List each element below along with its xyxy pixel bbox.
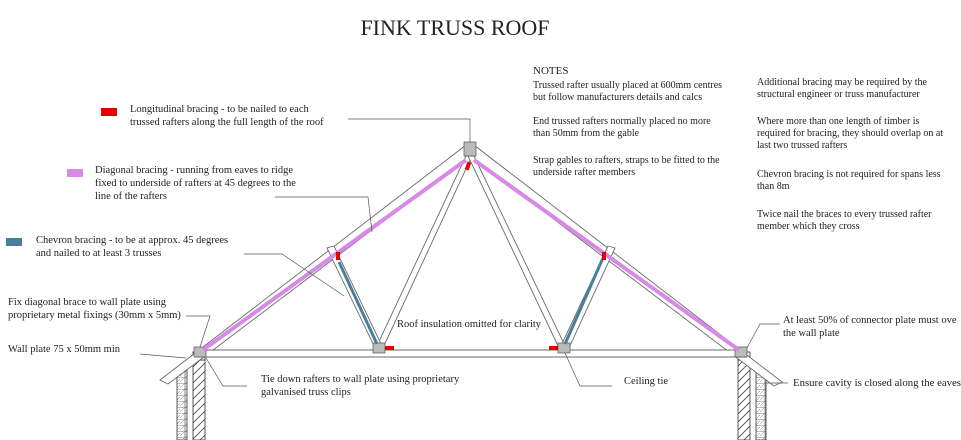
- chevron-brace-right: [563, 257, 605, 345]
- legend-diagonal-line-2: fixed to underside of rafters at 45 degr…: [95, 178, 296, 189]
- leader-fix-diagonal: [186, 315, 211, 348]
- note-left-2: End trussed rafters normally placed no m…: [533, 116, 713, 139]
- note-right-2-line-3: last two trussed rafters: [757, 140, 847, 151]
- legend-chevron-line-1: Chevron bracing - to be at approx. 45 de…: [36, 235, 228, 246]
- leader-wall-plate: [139, 353, 187, 359]
- legend-swatch-longitudinal: [101, 108, 117, 116]
- legend-longitudinal-text: Longitudinal bracing - to be nailed to e…: [130, 104, 324, 128]
- diagram-title: FINK TRUSS ROOF: [360, 15, 549, 40]
- note-right-4-line-2: member which they cross: [757, 221, 860, 232]
- legend-longitudinal-line-2: trussed rafters along the full length of…: [130, 117, 324, 128]
- longitudinal-brace-web-left: [336, 252, 340, 260]
- legend-chevron-line-2: and nailed to at least 3 trusses: [36, 248, 161, 259]
- note-left-3: Strap gables to rafters, straps to be fi…: [533, 155, 722, 178]
- note-right-2-line-1: Where more than one length of timber is: [757, 116, 920, 127]
- ceiling-tie-label: Ceiling tie: [624, 376, 668, 387]
- right-outer-brick-leaf: [755, 369, 767, 440]
- notes-panel: NOTES Trussed rafter usually placed at 6…: [533, 65, 946, 232]
- leader-longitudinal: [348, 118, 471, 142]
- longitudinal-brace-ridge: [464, 161, 472, 171]
- tie-down-line-1: Tie down rafters to wall plate using pro…: [261, 374, 460, 385]
- notes-heading: NOTES: [533, 65, 568, 77]
- note-right-4: Twice nail the braces to every trussed r…: [757, 209, 934, 232]
- leader-connector-plate: [746, 323, 780, 349]
- longitudinal-brace-web-right: [602, 252, 606, 260]
- note-right-4-line-1: Twice nail the braces to every trussed r…: [757, 209, 932, 220]
- longitudinal-bracing: [336, 161, 606, 350]
- left-outer-brick-leaf: [176, 369, 188, 440]
- ceiling-tie: [195, 349, 747, 358]
- note-left-1-line-1: Trussed rafter usually placed at 600mm c…: [533, 80, 722, 91]
- connector-plate-line-2: the wall plate: [783, 328, 840, 339]
- connector-plate-line-1: At least 50% of connector plate must ove: [783, 315, 957, 326]
- note-left-1-line-2: but follow manufacturers details and cal…: [533, 92, 702, 103]
- fix-diagonal-label: Fix diagonal brace to wall plate using p…: [8, 297, 181, 321]
- wall-plate-label: Wall plate 75 x 50mm min: [8, 344, 121, 355]
- leader-diagonal: [275, 196, 373, 233]
- ridge-plate: [463, 141, 477, 157]
- note-right-2-line-2: required for bracing, they should overla…: [757, 128, 943, 139]
- right-node-plate: [557, 342, 571, 354]
- chevron-bracing: [337, 257, 605, 345]
- connector-plate-label: At least 50% of connector plate must ove…: [783, 315, 959, 339]
- note-right-3: Chevron bracing is not required for span…: [757, 169, 943, 192]
- tie-down-label: Tie down rafters to wall plate using pro…: [261, 374, 462, 398]
- note-left-3-line-1: Strap gables to rafters, straps to be fi…: [533, 155, 720, 166]
- connector-plates: [193, 141, 748, 358]
- note-right-3-line-1: Chevron bracing is not required for span…: [757, 169, 941, 180]
- right-rafter: [464, 141, 783, 387]
- legend-diagonal-text: Diagonal bracing - running from eaves to…: [95, 165, 299, 202]
- legend-swatch-diagonal: [67, 169, 83, 177]
- tie-down-line-2: galvanised truss clips: [261, 387, 351, 398]
- diagonal-bracing: [201, 158, 741, 352]
- right-heel-plate: [734, 346, 748, 358]
- leader-chevron: [244, 253, 345, 297]
- note-right-2: Where more than one length of timber is …: [757, 116, 946, 151]
- left-node-plate: [372, 342, 386, 354]
- legend-longitudinal-line-1: Longitudinal bracing - to be nailed to e…: [130, 104, 309, 115]
- note-left-1: Trussed rafter usually placed at 600mm c…: [533, 80, 725, 103]
- note-right-1-line-2: structural engineer or truss manufacture…: [757, 89, 920, 100]
- legend-chevron-text: Chevron bracing - to be at approx. 45 de…: [36, 235, 231, 259]
- note-left-2-line-2: than 50mm from the gable: [533, 128, 640, 139]
- diagonal-brace-left: [201, 158, 468, 352]
- left-inner-block-leaf: [192, 359, 206, 440]
- insulation-label: Roof insulation omitted for clarity: [397, 319, 542, 330]
- cavity-label: Ensure cavity is closed along the eaves: [793, 378, 961, 389]
- note-left-2-line-1: End trussed rafters normally placed no m…: [533, 116, 711, 127]
- fix-diagonal-line-1: Fix diagonal brace to wall plate using: [8, 297, 167, 308]
- legend-diagonal-line-3: line of the rafters: [95, 191, 167, 202]
- diagonal-brace-right: [472, 158, 741, 352]
- legend-diagonal-line-1: Diagonal bracing - running from eaves to…: [95, 165, 293, 176]
- note-right-1-line-1: Additional bracing may be required by th…: [757, 77, 928, 88]
- note-right-3-line-2: than 8m: [757, 181, 790, 192]
- leader-ceiling-tie: [564, 352, 612, 387]
- longitudinal-brace-tie-right: [549, 346, 558, 350]
- chevron-brace-left: [337, 261, 379, 345]
- fix-diagonal-line-2: proprietary metal fixings (30mm x 5mm): [8, 310, 181, 321]
- note-left-3-line-2: underside rafter members: [533, 167, 635, 178]
- legend: Longitudinal bracing - to be nailed to e…: [6, 104, 324, 259]
- leader-tie-down: [205, 357, 247, 387]
- leader-lines: [139, 118, 788, 387]
- longitudinal-brace-tie-left: [385, 346, 394, 350]
- legend-swatch-chevron: [6, 238, 22, 246]
- note-right-1: Additional bracing may be required by th…: [757, 77, 929, 100]
- right-inner-block-leaf: [737, 359, 751, 440]
